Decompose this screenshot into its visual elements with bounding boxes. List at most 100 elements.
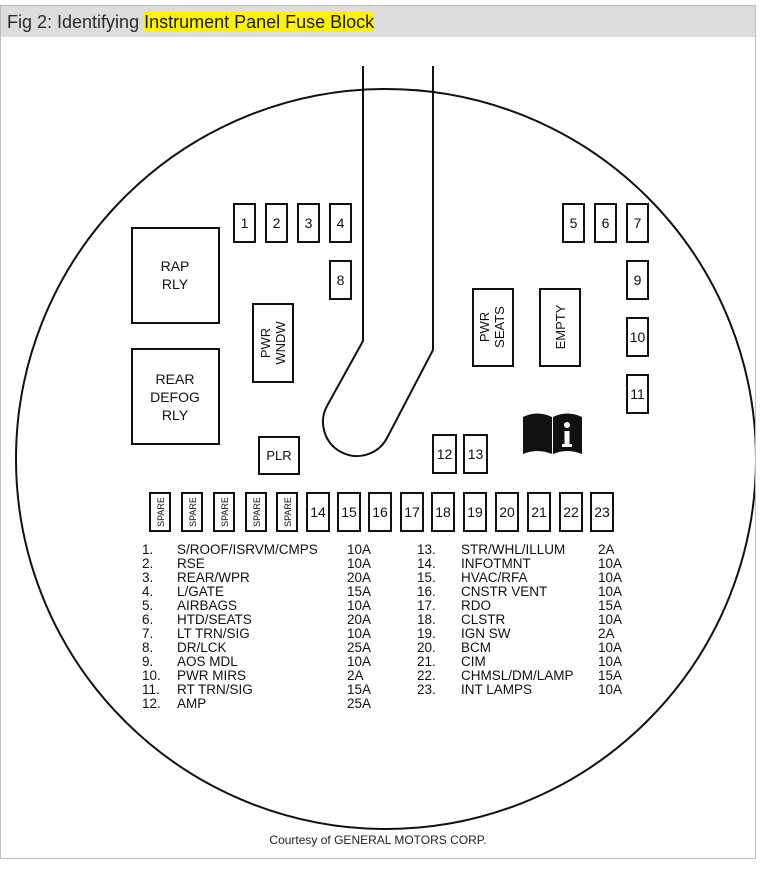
legend-name: HTD/SEATS: [177, 612, 252, 627]
fuse-17-label: 17: [404, 504, 420, 520]
fuse-2-label: 2: [273, 215, 281, 231]
spare-fuse-label: SPARE: [188, 497, 198, 527]
fuse-13: 13: [463, 434, 488, 474]
legend-name: CLSTR: [461, 612, 506, 627]
fuse-11-label: 11: [630, 386, 645, 402]
legend-amp: 20A: [347, 612, 371, 627]
legend-name: S/ROOF/ISRVM/CMPS: [177, 542, 318, 557]
relay-rear-defog: REAR DEFOG RLY: [131, 348, 220, 445]
legend-num: 4.: [142, 584, 153, 599]
fuse-19-label: 19: [467, 504, 483, 520]
bottom-fuse-row: SPARE SPARE SPARE SPARE SPARE 14: [149, 492, 614, 532]
spare-fuse-label: SPARE: [156, 497, 166, 527]
manual-info-icon: [523, 413, 582, 454]
relay-pwr-wndw-label-2: WNDW: [273, 321, 288, 365]
caption-bar: Fig 2: Identifying Instrument Panel Fuse…: [1, 6, 755, 37]
fuse-22: 22: [559, 492, 583, 532]
fuse-20: 20: [495, 492, 519, 532]
fuse-9: 9: [626, 260, 649, 300]
legend-num: 2.: [142, 556, 153, 571]
legend-row: 14. INFOTMNT 10A: [417, 556, 622, 571]
fuse-8: 8: [329, 260, 352, 300]
legend-num: 5.: [142, 598, 153, 613]
legend-amp: 2A: [598, 626, 615, 641]
legend-num: 23.: [417, 682, 436, 697]
legend-num: 20.: [417, 640, 436, 655]
legend-amp: 10A: [347, 598, 371, 613]
legend-num: 16.: [417, 584, 436, 599]
legend-name: DR/LCK: [177, 640, 227, 655]
legend-row: 5. AIRBAGS 10A: [142, 598, 371, 613]
fuse-14-label: 14: [310, 504, 326, 520]
relay-empty-label: EMPTY: [553, 304, 568, 349]
caption-prefix: Fig 2: Identifying: [7, 12, 145, 32]
legend-num: 17.: [417, 598, 436, 613]
fuse-3-label: 3: [305, 215, 313, 231]
legend-amp: 10A: [347, 542, 371, 557]
relay-rap-label-1: RAP: [161, 258, 190, 274]
fuse-18-label: 18: [435, 504, 451, 520]
fuse-23: 23: [590, 492, 614, 532]
fuse-21-label: 21: [531, 504, 547, 520]
fuse-block-diagram: RAP RLY REAR DEFOG RLY PWR WNDW PWR SEAT…: [15, 66, 755, 830]
fuse-4: 4: [329, 203, 352, 243]
legend-name: PWR MIRS: [177, 668, 246, 683]
legend-name: CHMSL/DM/LAMP: [461, 668, 574, 683]
fuse-16-label: 16: [372, 504, 388, 520]
relay-plr: PLR: [258, 436, 300, 475]
relay-rear-defog-label-2: DEFOG: [150, 389, 200, 405]
relay-pwr-seats-label-2: SEATS: [492, 306, 507, 348]
legend-name: RT TRN/SIG: [177, 682, 253, 697]
relay-pwr-seats: PWR SEATS: [472, 288, 514, 367]
legend-amp: 10A: [598, 556, 622, 571]
legend-num: 9.: [142, 654, 153, 669]
legend-num: 11.: [142, 682, 160, 697]
fuse-7-label: 7: [634, 215, 642, 231]
legend-name: INT LAMPS: [461, 682, 532, 697]
legend-amp: 15A: [347, 584, 371, 599]
legend-name: LT TRN/SIG: [177, 626, 250, 641]
legend-amp: 10A: [598, 612, 622, 627]
legend-name: RDO: [461, 598, 491, 613]
legend-name: AOS MDL: [177, 654, 238, 669]
spare-fuse: SPARE: [276, 492, 298, 532]
fuse-14: 14: [306, 492, 330, 532]
legend-num: 21.: [417, 654, 436, 669]
relay-plr-label: PLR: [266, 448, 291, 463]
fuse-13-label: 13: [468, 446, 484, 462]
spare-fuse-label: SPARE: [283, 497, 293, 527]
figure-frame: Fig 2: Identifying Instrument Panel Fuse…: [0, 5, 756, 859]
relay-pwr-seats-label-1: PWR: [477, 312, 492, 342]
legend-num: 15.: [417, 570, 436, 585]
legend-num: 19.: [417, 626, 436, 641]
fuse-20-label: 20: [499, 504, 515, 520]
legend-amp: 10A: [347, 556, 371, 571]
fuse-17: 17: [400, 492, 424, 532]
legend-name: BCM: [461, 640, 491, 655]
legend-num: 10.: [142, 668, 161, 683]
fuse-15: 15: [337, 492, 361, 532]
legend-amp: 10A: [598, 640, 622, 655]
fuse-11: 11: [626, 374, 649, 414]
relay-empty: EMPTY: [539, 288, 581, 367]
fuse-22-label: 22: [563, 504, 579, 520]
legend-num: 14.: [417, 556, 436, 571]
legend-name: AIRBAGS: [177, 598, 237, 613]
legend-num: 3.: [142, 570, 153, 585]
fuse-3: 3: [297, 203, 320, 243]
fuse-12-label: 12: [437, 446, 453, 462]
legend-amp: 10A: [598, 570, 622, 585]
legend-name: INFOTMNT: [461, 556, 531, 571]
